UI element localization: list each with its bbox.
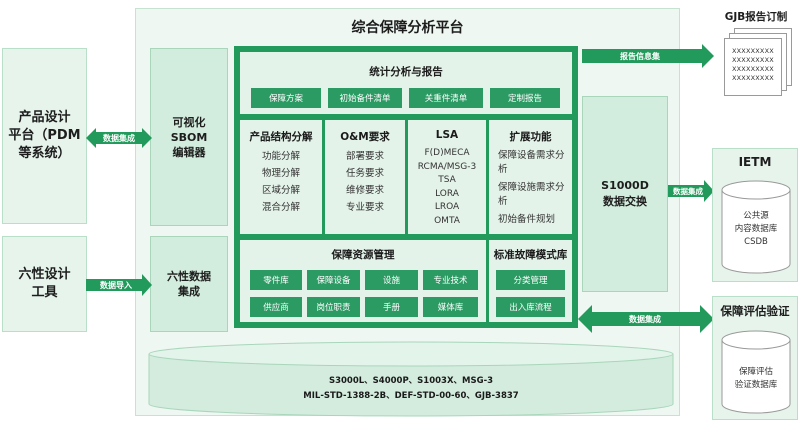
resource-button-media[interactable]: 媒体库 [423,297,478,317]
six-design-tool-label: 六性设计 工具 [18,267,71,300]
resource-button-parts[interactable]: 零件库 [250,270,302,290]
resource-button-equipment[interactable]: 保障设备 [307,270,360,290]
platform-title: 综合保障分析平台 [351,20,464,36]
fault-button-inout-flow[interactable]: 出入库流程 [496,297,565,317]
standards-line-2: MIL-STD-1388-2B、DEF-STD-00-60、GJB-3837 [303,391,519,401]
s1000d-exchange-label: S1000D 数据交换 [601,179,649,208]
list-item: TSA [438,175,456,185]
section-extended-functions: 扩展功能 保障设备需求分析 保障设施需求分析 初始备件规划 [489,120,572,234]
report-doc-line: XXXXXXXXX [732,56,774,64]
section-extended-functions-title: 扩展功能 [509,131,552,143]
report-doc-line: XXXXXXXXX [732,47,774,55]
report-doc-front: XXXXXXXXX XXXXXXXXX XXXXXXXXX XXXXXXXXX [724,38,782,96]
list-item: 保障设备需求分析 [498,150,565,175]
csdb-database-icon [721,180,791,274]
list-item: LORA [435,188,459,199]
section-lsa: LSA F(D)MECA RCMA/MSG-3 TSA LORA LROA OM… [408,120,486,234]
list-item: 混合分解 [261,202,300,213]
six-data-integration-box: 六性数据 集成 [150,236,228,332]
arrow-eval-integration [578,305,714,333]
six-data-integration-label: 六性数据 集成 [167,270,211,298]
resource-button-technology[interactable]: 专业技术 [423,270,478,290]
arrow-report-info-label: 报告信息集 [620,51,660,61]
list-item: 初始备件规划 [498,214,556,225]
stats-report-title: 统计分析与报告 [369,66,443,78]
list-item: 区域分解 [261,185,300,196]
arrow-six-import [86,274,152,296]
eval-database-label: 保障评估 验证数据库 [734,367,778,390]
section-product-structure-title: 产品结构分解 [249,131,313,143]
list-item: F(D)MECA [424,148,470,158]
report-doc-line: XXXXXXXXX [732,65,774,73]
arrow-report-info [582,44,714,68]
section-lsa-title: LSA [435,129,459,141]
stats-button-support-plan[interactable]: 保障方案 [251,88,321,108]
arrow-six-import-label: 数据导入 [100,280,132,290]
gjb-report-title: GJB报告订制 [724,10,788,23]
section-product-structure: 产品结构分解 功能分解 物理分解 区域分解 混合分解 [240,120,322,234]
resource-button-manual[interactable]: 手册 [365,297,418,317]
pdm-system-label: 产品设计 平台（PDM 等系统） [8,110,81,161]
list-item: 物理分解 [261,168,300,179]
standards-line-1: S3000L、S4000P、S1003X、MSG-3 [328,376,494,386]
list-item: 功能分解 [261,151,300,162]
resource-management-title: 保障资源管理 [331,249,395,261]
list-item: 专业要求 [345,202,384,213]
list-item: 任务要求 [345,168,384,179]
list-item: 维修要求 [345,185,384,196]
list-item: 保障设施需求分析 [498,182,565,207]
sbom-editor-box: 可视化 SBOM 编辑器 [150,48,228,226]
resource-button-supplier[interactable]: 供应商 [250,297,302,317]
stats-button-custom-report[interactable]: 定制报告 [490,88,560,108]
list-item: LROA [434,202,460,212]
arrow-eval-integration-label: 数据集成 [629,314,661,324]
pdm-system-box: 产品设计 平台（PDM 等系统） [2,48,87,224]
stats-button-critical-parts[interactable]: 关重件清单 [409,88,483,108]
s1000d-exchange-box: S1000D 数据交换 [582,96,668,292]
list-item: 部署要求 [345,151,384,162]
csdb-database-label: 公共源 内容数据库 CSDB [734,211,778,247]
arrow-pdm-integration-label: 数据集成 [103,133,135,143]
list-item: RCMA/MSG-3 [417,161,477,172]
standards-cylinder [148,341,674,417]
eval-database-icon [721,330,791,414]
section-om-requirements-title: O&M要求 [340,131,390,143]
list-item: OMTA [434,215,460,226]
stats-button-initial-spares[interactable]: 初始备件清单 [328,88,402,108]
report-doc-line: XXXXXXXXX [732,74,774,82]
arrow-ietm-integration-label: 数据集成 [673,186,703,196]
arrow-ietm-integration [668,180,714,202]
ietm-title: IETM [738,155,772,169]
six-design-tool-box: 六性设计 工具 [2,236,87,332]
fault-button-classification[interactable]: 分类管理 [496,270,565,290]
fault-mode-library-title: 标准故障模式库 [493,249,568,261]
sbom-editor-label: 可视化 SBOM 编辑器 [170,115,208,159]
eval-title: 保障评估验证 [720,304,790,318]
resource-button-duties[interactable]: 岗位职责 [307,297,360,317]
arrow-pdm-integration [86,128,152,148]
resource-button-facilities[interactable]: 设施 [365,270,418,290]
section-om-requirements: O&M要求 部署要求 任务要求 维修要求 专业要求 [325,120,405,234]
